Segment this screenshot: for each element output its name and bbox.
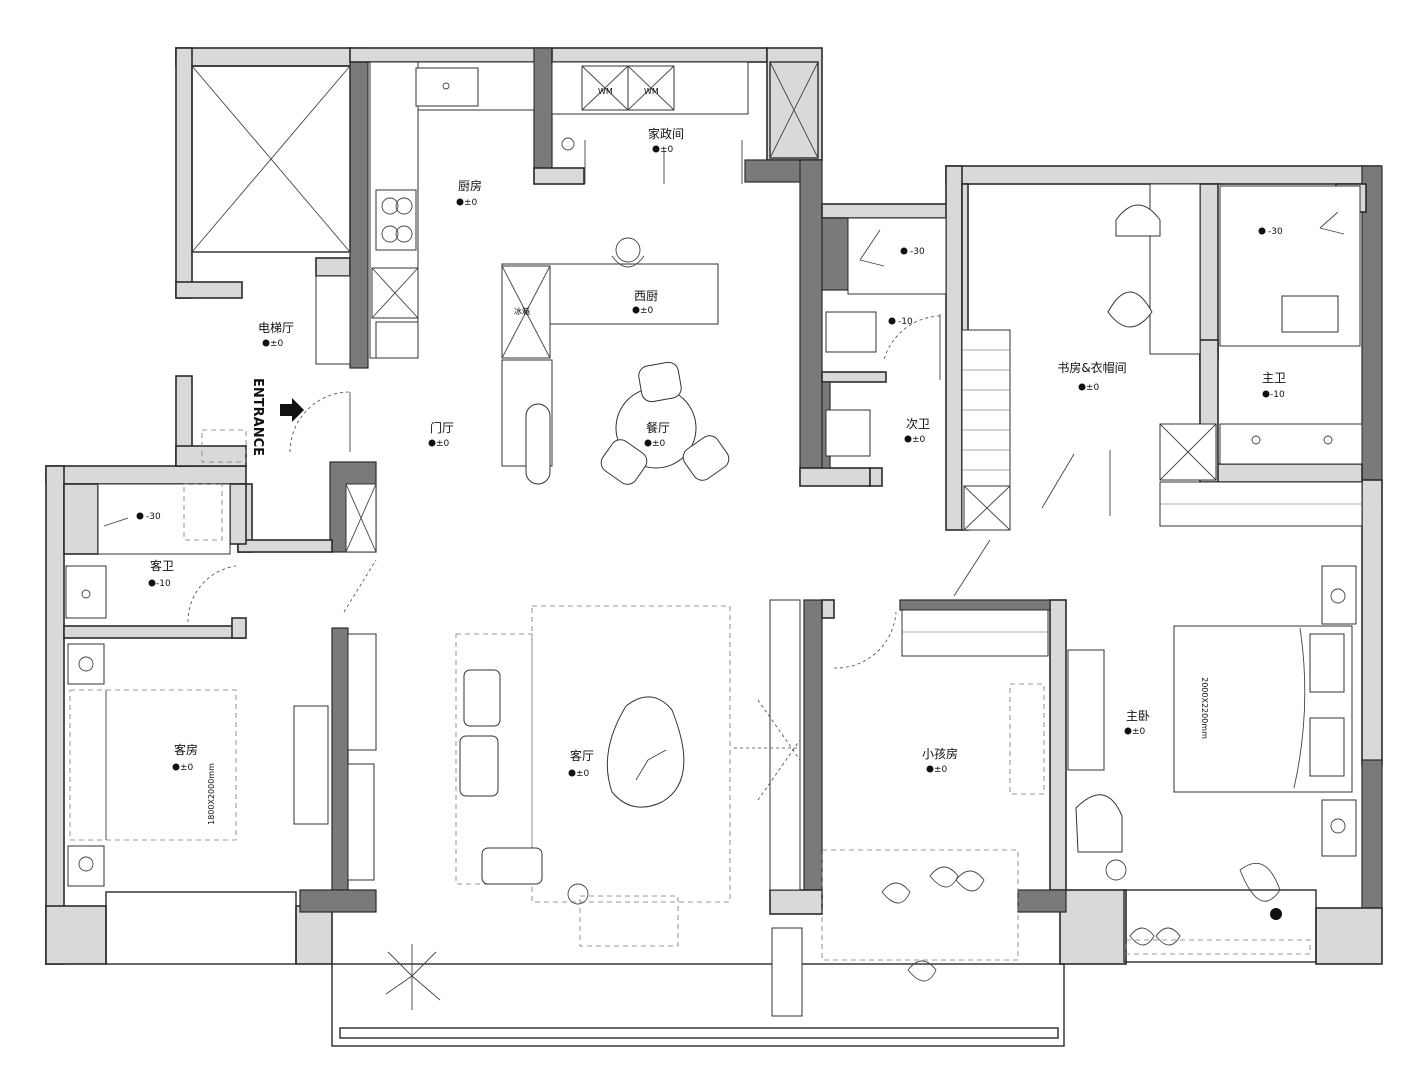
- master-bed-fixtures: [1067, 565, 1357, 920]
- level-foyer: ±0: [436, 439, 450, 449]
- level-markers: [136, 145, 1270, 777]
- label-master-bath: 主卫: [1262, 371, 1286, 385]
- label-kids-room: 小孩房: [922, 746, 958, 761]
- second-bath-fixtures: [825, 217, 947, 457]
- foyer-fixtures: [201, 391, 377, 553]
- balcony-fixtures: [1125, 927, 1311, 955]
- label-second-bath: 次卫: [906, 417, 930, 431]
- master-bath-fixtures: [1159, 185, 1363, 527]
- level-western-kitchen: ±0: [640, 306, 654, 316]
- master-bed-size: 2000X2200mm: [1200, 677, 1209, 739]
- room-labels: 电梯厅 ±0 厨房 ±0 家政间 ±0 西厨 ±0 门厅 ±0 餐厅 ±0 次卫…: [150, 126, 1286, 779]
- label-study: 书房&衣帽间: [1057, 360, 1126, 375]
- level-living: ±0: [576, 769, 590, 779]
- label-western-kitchen: 西厨: [634, 289, 658, 303]
- label-living: 客厅: [570, 748, 594, 763]
- level-elevator-hall: ±0: [270, 339, 284, 349]
- entrance-label: ENTRANCE: [250, 378, 265, 456]
- level-guest-room: ±0: [180, 763, 194, 773]
- level-master-bath: -10: [1270, 390, 1285, 400]
- kids-room-fixtures: [734, 599, 1049, 1017]
- label-elevator-hall: 电梯厅: [258, 321, 294, 335]
- guest-room-fixtures: [67, 643, 237, 887]
- level-guest-bath: -10: [156, 579, 171, 589]
- washer-label-2: WM: [644, 87, 659, 96]
- label-master-bed: 主卧: [1126, 709, 1150, 723]
- level-study: ±0: [1086, 383, 1100, 393]
- housework-fixtures: [551, 61, 749, 184]
- washer-label-1: WM: [598, 87, 613, 96]
- guest-bath-fixtures: [65, 483, 237, 623]
- interior-partitions: [63, 61, 1363, 639]
- level-second-bath: ±0: [912, 435, 926, 445]
- label-guest-bath: 客卫: [150, 558, 174, 573]
- guest-bed-size: 1800X2000mm: [207, 763, 216, 825]
- level-kitchen: ±0: [464, 198, 478, 208]
- level-master-bed: ±0: [1132, 727, 1146, 737]
- shower-level-guest: -30: [146, 512, 161, 522]
- annotations: 冰箱 WM WM ENTRANCE 1800X2000mm 2000X2200m…: [146, 87, 1283, 825]
- exterior-walls: [45, 47, 1383, 1047]
- shower-level-master: -30: [1268, 227, 1283, 237]
- second-bath-floor-level: -10: [898, 317, 913, 327]
- living-fixtures: [293, 559, 731, 1010]
- dining-set: [600, 361, 730, 485]
- shower-level-second: -30: [910, 247, 925, 257]
- fridge-label: 冰箱: [514, 306, 530, 316]
- level-kids-room: ±0: [934, 765, 948, 775]
- kitchen-fixtures: [315, 61, 719, 485]
- label-foyer: 门厅: [430, 420, 454, 435]
- label-guest-room: 客房: [174, 742, 198, 757]
- label-kitchen: 厨房: [458, 178, 482, 193]
- level-housework: ±0: [660, 145, 674, 155]
- level-dining: ±0: [652, 439, 666, 449]
- study-fixtures: [953, 183, 1201, 597]
- label-dining: 餐厅: [646, 420, 670, 435]
- label-housework: 家政间: [648, 126, 684, 141]
